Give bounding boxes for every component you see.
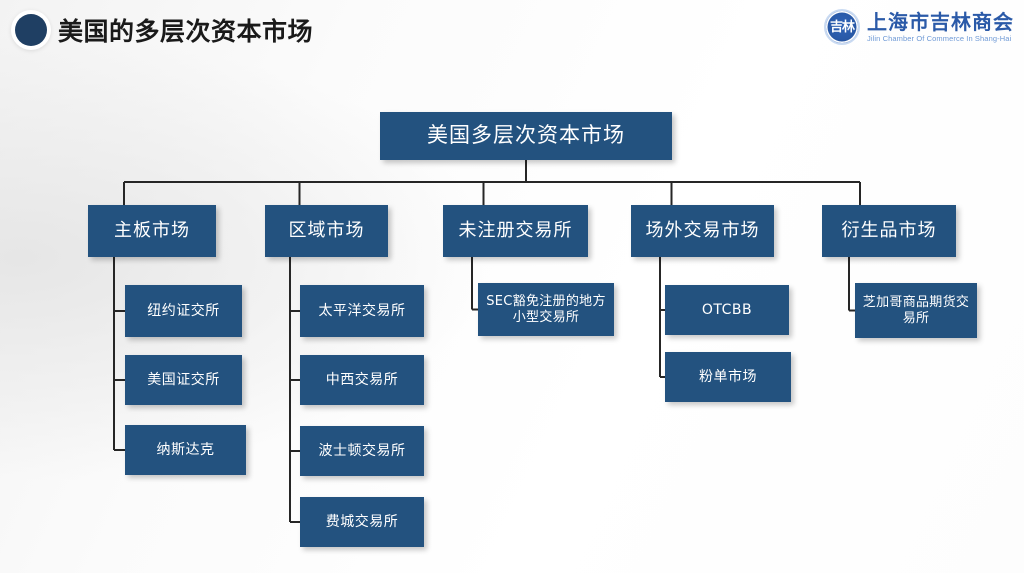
node-label: 区域市场 xyxy=(288,220,365,242)
node-label: 费城交易所 xyxy=(325,513,399,530)
logo-seal-text: 吉林 xyxy=(829,19,855,35)
slide-header: 美国的多层次资本市场 吉林 上海市吉林商会 Jilin Chamber Of C… xyxy=(0,0,1024,62)
node-label: 中西交易所 xyxy=(325,371,399,388)
node-label: 纳斯达克 xyxy=(156,441,215,458)
node-level2-4[interactable]: 衍生品市场 xyxy=(822,205,956,257)
title-bullet-icon xyxy=(15,14,47,46)
node-leaf-9[interactable]: 粉单市场 xyxy=(665,352,791,402)
node-label: 场外交易市场 xyxy=(645,220,760,242)
node-leaf-10[interactable]: 芝加哥商品期货交易所 xyxy=(855,283,977,338)
node-leaf-7[interactable]: SEC豁免注册的地方小型交易所 xyxy=(478,283,614,336)
organization-logo: 吉林 上海市吉林商会 Jilin Chamber Of Commerce In … xyxy=(824,7,1014,47)
node-label: 美国证交所 xyxy=(147,371,220,388)
node-root[interactable]: 美国多层次资本市场 xyxy=(380,112,672,160)
node-label: 太平洋交易所 xyxy=(318,302,406,319)
node-label: 波士顿交易所 xyxy=(318,442,406,459)
logo-subtitle: Jilin Chamber Of Commerce In Shang-Hai xyxy=(867,33,1012,43)
node-label: 芝加哥商品期货交易所 xyxy=(862,294,970,326)
node-leaf-2[interactable]: 纳斯达克 xyxy=(125,425,246,475)
node-label: 主板市场 xyxy=(114,220,190,242)
node-label: 纽约证交所 xyxy=(147,302,220,319)
node-level2-3[interactable]: 场外交易市场 xyxy=(631,205,774,257)
logo-name: 上海市吉林商会 xyxy=(867,9,1014,34)
node-leaf-0[interactable]: 纽约证交所 xyxy=(125,285,242,337)
node-leaf-8[interactable]: OTCBB xyxy=(665,285,789,335)
node-leaf-5[interactable]: 波士顿交易所 xyxy=(300,426,424,476)
node-leaf-4[interactable]: 中西交易所 xyxy=(300,355,424,405)
node-label: 美国多层次资本市场 xyxy=(427,123,625,148)
logo-text-block: 上海市吉林商会 Jilin Chamber Of Commerce In Sha… xyxy=(867,9,1014,43)
node-level2-2[interactable]: 未注册交易所 xyxy=(443,205,588,257)
node-label: SEC豁免注册的地方小型交易所 xyxy=(486,293,606,325)
node-leaf-1[interactable]: 美国证交所 xyxy=(125,355,242,405)
page-title: 美国的多层次资本市场 xyxy=(58,17,314,46)
node-leaf-6[interactable]: 费城交易所 xyxy=(300,497,424,547)
node-level2-1[interactable]: 区域市场 xyxy=(265,205,388,257)
node-leaf-3[interactable]: 太平洋交易所 xyxy=(300,285,424,337)
node-level2-0[interactable]: 主板市场 xyxy=(88,205,216,257)
logo-seal-icon: 吉林 xyxy=(824,9,860,45)
node-label: 衍生品市场 xyxy=(841,220,937,242)
node-label: OTCBB xyxy=(701,301,753,318)
node-label: 未注册交易所 xyxy=(458,220,573,242)
node-label: 粉单市场 xyxy=(699,368,757,385)
